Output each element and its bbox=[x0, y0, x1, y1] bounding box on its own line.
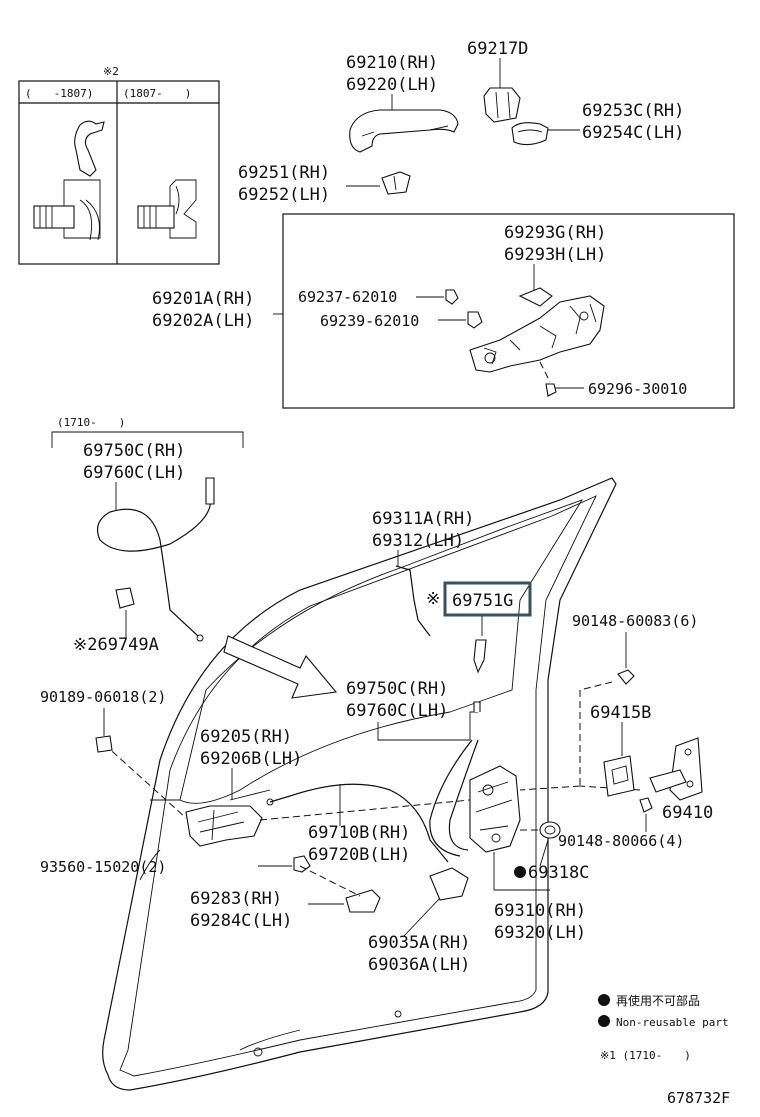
door-lock-part bbox=[469, 765, 521, 853]
rod-part bbox=[395, 565, 431, 637]
label-69220: 69220(LH) bbox=[346, 75, 438, 95]
legend-en: Non-reusable part bbox=[616, 1016, 729, 1029]
lock-rod-part bbox=[473, 639, 487, 674]
label-69293H: 69293H(LH) bbox=[504, 245, 606, 265]
legend-dot-jp bbox=[598, 994, 610, 1006]
label-69760C-b: 69760C(LH) bbox=[346, 701, 448, 721]
label-69035A: 69035A(RH) bbox=[368, 933, 470, 953]
label-69749A: ※269749A bbox=[73, 635, 159, 655]
handle-cover-part bbox=[381, 171, 411, 195]
trim-cover-part bbox=[345, 889, 381, 913]
label-69760C-a: 69760C(LH) bbox=[83, 463, 185, 483]
clip-90189-part bbox=[95, 735, 113, 753]
right-parts-group: 90148-60083(6) 69415B 69410 90148-80066(… bbox=[558, 612, 713, 850]
grommet-part bbox=[539, 821, 561, 839]
label-69217D: 69217D bbox=[467, 39, 528, 59]
label-69251: 69251(RH) bbox=[238, 163, 330, 183]
inner-cable-part bbox=[429, 739, 479, 857]
handle-pad-part bbox=[511, 122, 549, 146]
center-parts-group: 69311A(RH) 69312(LH) ※ 69751G 69750C(RH)… bbox=[40, 509, 641, 975]
label-69206B: 69206B(LH) bbox=[200, 749, 302, 769]
label-69237: 69237-62010 bbox=[298, 288, 397, 306]
label-69720B: 69720B(LH) bbox=[308, 845, 410, 865]
label-69205: 69205(RH) bbox=[200, 727, 292, 747]
label-69293G: 69293G(RH) bbox=[504, 223, 606, 243]
label-90148a: 90148-60083(6) bbox=[572, 612, 698, 630]
non-reusable-dot-69318C bbox=[514, 866, 526, 878]
handle-frame-part bbox=[469, 295, 605, 373]
label-90189: 90189-06018(2) bbox=[40, 688, 166, 706]
label-93560: 93560-15020(2) bbox=[40, 858, 166, 876]
label-69312: 69312(LH) bbox=[372, 531, 464, 551]
label-69284C: 69284C(LH) bbox=[190, 911, 292, 931]
inset-note: ※2 bbox=[103, 65, 119, 78]
door-outline bbox=[102, 477, 617, 1091]
clip-old-drawing bbox=[33, 120, 105, 241]
highlight-box-69751G bbox=[443, 581, 532, 617]
legend-dot-en bbox=[598, 1015, 610, 1027]
inset-box: ※2 ( -1807) (1807- ) bbox=[18, 65, 220, 265]
label-69253C: 69253C(RH) bbox=[582, 101, 684, 121]
mark-69751G: ※ bbox=[426, 589, 440, 609]
diagram-id: 678732F bbox=[667, 1089, 730, 1107]
screw-90148a-part bbox=[617, 669, 635, 685]
clip-new-drawing bbox=[137, 179, 197, 239]
cable-group-note: (1710- ) bbox=[57, 416, 125, 429]
inset-col-left: ( -1807) bbox=[25, 87, 93, 100]
striker-cover-part bbox=[603, 755, 635, 797]
label-69710B: 69710B(RH) bbox=[308, 823, 410, 843]
inside-handle-part bbox=[185, 805, 263, 847]
label-69254C: 69254C(LH) bbox=[582, 123, 684, 143]
outer-handle-group: 69210(RH) 69220(LH) 69217D 69253C(RH) 69… bbox=[238, 39, 684, 205]
label-69036A: 69036A(LH) bbox=[368, 955, 470, 975]
label-69210: 69210(RH) bbox=[346, 53, 438, 73]
label-69415B: 69415B bbox=[590, 703, 651, 723]
legend: 再使用不可部品 Non-reusable part ※1 (1710- ) bbox=[598, 993, 729, 1062]
label-69283: 69283(RH) bbox=[190, 889, 282, 909]
handle-cable-part bbox=[269, 783, 449, 863]
handle-cap-part bbox=[483, 87, 521, 123]
label-90148b: 90148-80066(4) bbox=[558, 832, 684, 850]
legend-note1: ※1 (1710- ) bbox=[600, 1049, 691, 1062]
label-69751G: 69751G bbox=[452, 591, 513, 611]
label-69201A: 69201A(RH) bbox=[152, 289, 254, 309]
label-69750C-b: 69750C(RH) bbox=[346, 679, 448, 699]
label-69296: 69296-30010 bbox=[588, 380, 687, 398]
clip-90189-group: 90189-06018(2) bbox=[40, 688, 166, 753]
label-69320: 69320(LH) bbox=[494, 923, 586, 943]
label-69311A: 69311A(RH) bbox=[372, 509, 474, 529]
lock-cover-part bbox=[429, 867, 469, 901]
outside-handle-part bbox=[349, 109, 459, 153]
label-69252: 69252(LH) bbox=[238, 185, 330, 205]
label-69750C-a: 69750C(RH) bbox=[83, 441, 185, 461]
direction-arrow bbox=[223, 635, 338, 699]
label-69202A: 69202A(LH) bbox=[152, 311, 254, 331]
label-69310: 69310(RH) bbox=[494, 901, 586, 921]
cable-part bbox=[97, 488, 211, 637]
striker-part bbox=[669, 737, 703, 801]
label-69318C: 69318C bbox=[528, 863, 589, 883]
cable-group: (1710- ) 69750C(RH) 69760C(LH) ※269749A bbox=[51, 416, 244, 655]
cable-clip-part bbox=[115, 587, 135, 609]
inset-col-right: (1807- ) bbox=[123, 87, 191, 100]
legend-jp: 再使用不可部品 bbox=[616, 993, 700, 1008]
label-69410: 69410 bbox=[662, 803, 713, 823]
label-69239: 69239-62010 bbox=[320, 312, 419, 330]
frame-box-group: 69293G(RH) 69293H(LH) 69201A(RH) 69202A(… bbox=[152, 213, 735, 409]
